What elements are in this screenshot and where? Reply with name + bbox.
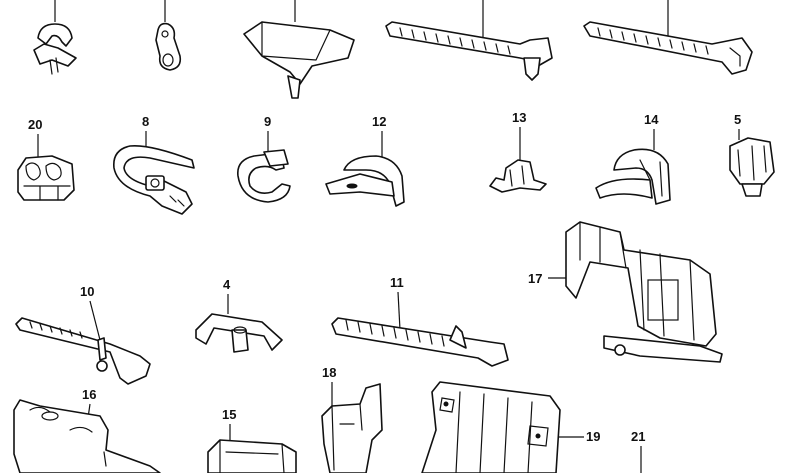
part-16-mounting-plate: 16 [13,387,161,473]
part-18-bracket-clip: 18 [321,365,383,473]
callout-14: 14 [644,112,659,127]
part-21: 21 [631,429,645,473]
part-9-band-clip: 9 [237,114,291,203]
part-10-tie-with-anchor: 10 [15,284,151,385]
callout-19: 19 [586,429,600,444]
callout-13: 13 [512,110,526,125]
part-8-cable-tie-clip: 8 [113,114,195,215]
part-11-strap-clip: 11 [331,275,509,367]
callout-5: 5 [734,112,741,127]
part-15-box-clip: 15 [207,407,297,473]
callout-12: 12 [372,114,386,129]
part-19-cable-tray: 19 [421,381,600,473]
callout-11: 11 [390,275,404,290]
callout-21: 21 [631,429,645,444]
part-4-bridge-clip: 4 [195,277,283,353]
part-17-cable-holder-bracket: 17 [528,221,723,363]
part-clip-top-2 [155,0,182,71]
callout-9: 9 [264,114,271,129]
part-boot-top-3 [243,0,355,99]
callout-17: 17 [528,271,542,286]
part-strap-top-4 [385,0,553,81]
callout-10: 10 [80,284,94,299]
callout-8: 8 [142,114,149,129]
callout-4: 4 [223,277,231,292]
part-14-holder-clip: 14 [595,112,671,205]
part-strap-top-5 [583,0,753,75]
part-clip-top-1 [33,0,77,75]
callout-15: 15 [222,407,236,422]
part-20-double-clip: 20 [17,117,75,201]
callout-20: 20 [28,117,42,132]
callout-18: 18 [322,365,336,380]
callout-16: 16 [82,387,96,402]
part-13-spring-clip: 13 [489,110,547,193]
part-5-push-clip: 5 [729,112,775,197]
part-12-bracket-clip: 12 [325,114,405,207]
